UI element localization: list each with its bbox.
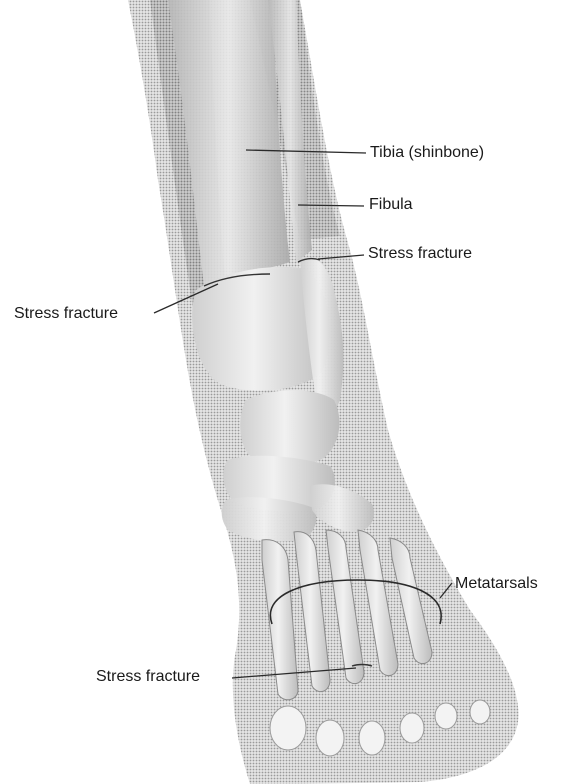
label-stress-fracture-metatarsal: Stress fracture: [96, 668, 200, 686]
label-stress-fracture-fibula: Stress fracture: [368, 245, 472, 263]
talus-bone: [240, 390, 339, 466]
label-fibula: Fibula: [369, 196, 413, 214]
label-stress-fracture-tibia: Stress fracture: [14, 305, 118, 323]
label-tibia: Tibia (shinbone): [370, 144, 484, 162]
label-metatarsals: Metatarsals: [455, 575, 538, 593]
